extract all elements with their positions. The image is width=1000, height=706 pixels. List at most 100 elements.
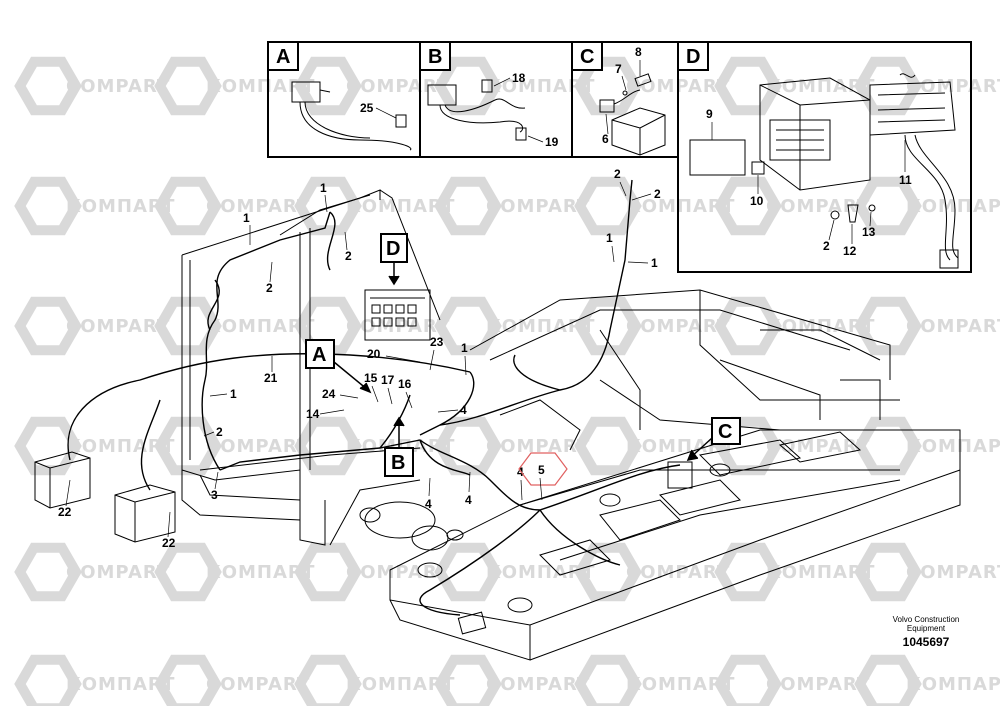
callout-10: 10 (750, 194, 764, 208)
watermark-text: COMPART (486, 196, 590, 217)
callout-2-cab: 2 (266, 281, 273, 295)
callout-4-center: 4 (460, 403, 467, 417)
watermark-text: КОМПАРТ (626, 436, 735, 457)
watermark-text: COMPART (66, 562, 170, 583)
watermark-tile: КОМПАРТ (434, 296, 595, 356)
svg-text:D: D (386, 238, 400, 260)
watermark-tile: COMPART (574, 296, 730, 356)
callout-9: 9 (706, 107, 713, 121)
watermark-text: КОМПАРТ (66, 436, 175, 457)
callout-4-lower-right: 4 (517, 465, 524, 479)
watermark-tile: COMPART (14, 56, 169, 116)
callout-12: 12 (843, 244, 857, 258)
main-callouts: 1 2 1 2 2 2 1 1 23 1 20 15 17 16 24 14 4… (58, 167, 661, 550)
callout-1-top: 1 (320, 181, 327, 195)
watermark-text: COMPART (486, 436, 590, 457)
callout-19: 19 (545, 135, 559, 149)
callout-2-right-mid: 1 (606, 231, 613, 245)
watermark-text: COMPART (626, 316, 730, 337)
brand-line-2: Equipment (907, 624, 946, 633)
callout-11: 11 (899, 173, 912, 187)
watermark-tile: COMPART (434, 176, 590, 236)
callout-1-right-top: 2 (654, 187, 661, 201)
watermark-text: КОМПАРТ (766, 562, 875, 583)
watermark-tile: КОМПАРТ (574, 654, 734, 706)
watermark-text: КОМПАРТ (626, 196, 735, 217)
watermark-tile: COMPART (714, 176, 870, 236)
watermark-tile: COMPART (434, 416, 590, 476)
document-number: 1045697 (903, 635, 950, 649)
watermark-tile: КОМПАРТ (574, 416, 735, 476)
watermark-text: КОМПАРТ (906, 196, 1000, 217)
watermark-text: COMPART (906, 562, 1000, 583)
watermark-text: КОМПАРТ (206, 316, 315, 337)
callout-2-detail-d: 2 (823, 239, 830, 253)
watermark-text: COMPART (206, 196, 310, 217)
svg-text:C: C (718, 421, 732, 443)
callout-14: 14 (306, 407, 320, 421)
watermark-text: COMPART (626, 562, 730, 583)
view-flag-b: B (384, 416, 414, 477)
highlight-hexagon-item-5[interactable]: 5 (518, 452, 568, 501)
watermark-tile: КОМПАРТ (714, 296, 875, 356)
callout-8: 8 (635, 45, 642, 59)
watermark-text: КОМПАРТ (346, 674, 455, 695)
callout-22-right: 22 (162, 536, 176, 550)
callout-20: 20 (367, 347, 381, 361)
watermark-text: КОМПАРТ (486, 562, 595, 583)
watermark-tile: КОМПАРТ (14, 176, 175, 236)
watermark-tile: COMPART (14, 542, 170, 602)
callout-22-left: 22 (58, 505, 72, 519)
callout-1-cab: 1 (243, 211, 250, 225)
callout-13: 13 (862, 225, 876, 239)
watermark-text: КОМПАРТ (486, 316, 595, 337)
detail-view-a: A 25 (267, 41, 421, 158)
callout-24: 24 (322, 387, 336, 401)
callout-7: 7 (615, 62, 622, 76)
watermark-tile: COMPART (574, 542, 730, 602)
callout-4-lower-left: 4 (425, 497, 432, 511)
watermark-tile: COMPART (854, 296, 1000, 356)
watermark-tile: КОМПАРТ (574, 176, 735, 236)
watermark-tile: КОМПАРТ (434, 542, 595, 602)
svg-text:B: B (391, 452, 405, 474)
watermark-text: COMPART (906, 76, 1000, 97)
watermark-tile: COMPART (854, 542, 1000, 602)
callout-2-right-top: 2 (614, 167, 621, 181)
watermark-tile: COMPART (714, 654, 870, 706)
watermark-text: КОМПАРТ (906, 436, 1000, 457)
watermark-tile: COMPART (154, 654, 310, 706)
svg-text:A: A (312, 344, 326, 366)
callout-6: 6 (602, 132, 609, 146)
detail-view-b: B 18 19 (419, 41, 573, 158)
detail-label-d: D (686, 46, 700, 68)
watermark-text: КОМПАРТ (66, 196, 175, 217)
callout-23: 23 (430, 335, 444, 349)
callout-21: 21 (264, 371, 278, 385)
watermark-text: COMPART (346, 76, 450, 97)
watermark-tile: КОМПАРТ (714, 56, 874, 116)
watermark-text: КОМПАРТ (766, 316, 875, 337)
callout-25: 25 (360, 101, 374, 115)
watermark-text: COMPART (766, 674, 870, 695)
watermark-tile: КОМПАРТ (154, 56, 314, 116)
watermark-tile: COMPART (854, 56, 1000, 116)
view-flag-a: A (305, 339, 372, 394)
callout-1-right-mid: 1 (651, 256, 658, 270)
watermark-text: COMPART (206, 674, 310, 695)
watermark-tile: КОМПАРТ (14, 416, 175, 476)
watermark-tile: КОМПАРТ (14, 654, 174, 706)
callout-1-left: 1 (230, 387, 237, 401)
watermark-tile: КОМПАРТ (854, 654, 1000, 706)
callout-16: 16 (398, 377, 412, 391)
callout-18: 18 (512, 71, 526, 85)
callout-15: 15 (364, 371, 378, 385)
callout-17: 17 (381, 373, 395, 387)
watermark-tile: КОМПАРТ (854, 176, 1000, 236)
watermark-tile: КОМПАРТ (154, 542, 314, 602)
watermark-text: COMPART (766, 196, 870, 217)
watermark-text: COMPART (346, 562, 450, 583)
brand-line-1: Volvo Construction (893, 615, 960, 624)
